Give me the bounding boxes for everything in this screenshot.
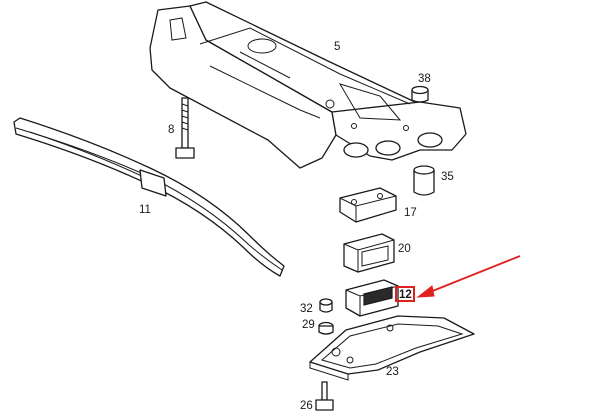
bolt-8-part[interactable]: 8 <box>168 97 195 159</box>
mount-20-part[interactable]: 20 <box>343 233 411 273</box>
label-38: 38 <box>418 73 431 85</box>
label-32: 32 <box>300 303 313 315</box>
pointer-arrow <box>416 255 521 298</box>
label-5: 5 <box>334 41 340 53</box>
leaf-spring-11-part[interactable]: 11 <box>13 117 285 277</box>
highlight-box <box>395 286 415 302</box>
label-35: 35 <box>441 171 454 183</box>
nut-29-part[interactable]: 29 <box>302 319 334 335</box>
washer-32-part[interactable]: 32 <box>300 298 333 315</box>
label-12: 12 <box>399 289 412 301</box>
label-11: 11 <box>139 204 151 216</box>
label-29: 29 <box>302 319 315 331</box>
mount-17-part[interactable]: 17 <box>339 187 417 223</box>
bolt-26-part[interactable]: 26 <box>300 381 334 412</box>
label-26: 26 <box>300 400 313 412</box>
cap-35-part[interactable]: 35 <box>413 165 454 196</box>
nut-38-part[interactable]: 38 <box>411 73 431 103</box>
label-8: 8 <box>168 124 174 136</box>
bracket-23-part[interactable]: 23 <box>309 315 475 381</box>
subframe-part[interactable]: 5 <box>149 1 467 169</box>
label-23: 23 <box>386 366 399 378</box>
label-20: 20 <box>398 243 411 255</box>
mount-12-part[interactable]: 12 <box>345 279 415 317</box>
label-17: 17 <box>404 207 417 219</box>
